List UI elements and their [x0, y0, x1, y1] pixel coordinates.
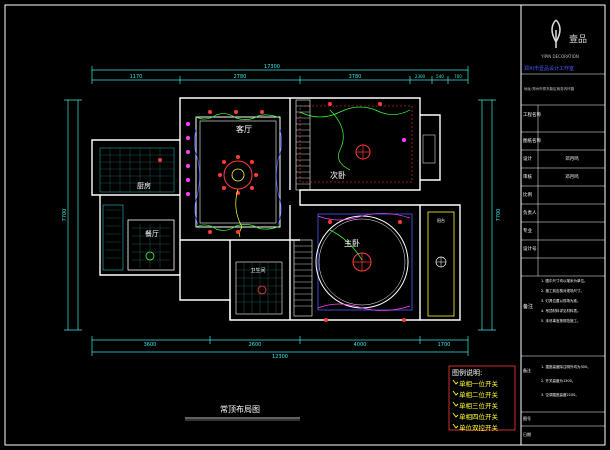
- field-label-6: 专业: [523, 227, 532, 234]
- room-label-living: 客厅: [236, 124, 252, 134]
- living-room: 客厅: [194, 113, 282, 238]
- dim-bottom-d: 1700: [438, 342, 451, 348]
- room-label-bath: 卫生间: [250, 267, 265, 274]
- dim-top-total: 17300: [264, 64, 280, 70]
- field-label-2: 设计: [523, 155, 532, 162]
- dining-room: 餐厅: [102, 204, 175, 271]
- bedroom2: 次卧: [299, 105, 436, 183]
- brand-en: YIPIN DECORATION: [540, 54, 579, 59]
- dim-top-g: 700: [454, 74, 462, 79]
- legend-item-5: 单位双控开关: [459, 423, 499, 432]
- legend-item: 单相二位开关: [452, 390, 499, 399]
- bottom-note-3: 3. 空调插座高度2200。: [541, 392, 579, 397]
- floor-plan: 17300 1170 2780 3780 2300 540 700 12300 …: [62, 64, 502, 421]
- kitchen: 厨房: [99, 147, 175, 193]
- bottom-dimensions: [91, 336, 469, 356]
- dim-top-b: 2780: [234, 74, 247, 80]
- notes-label: 备注: [523, 303, 533, 310]
- room-label-balcony: 阳台: [437, 217, 445, 223]
- dim-right: 7700: [496, 209, 502, 222]
- living-chandelier: [223, 160, 253, 190]
- dim-bottom-total: 12300: [272, 354, 288, 360]
- bottom-notes-label: 备注: [523, 367, 531, 373]
- top-dimensions: [91, 66, 469, 84]
- legend-item-1: 单相一位开关: [459, 379, 499, 388]
- field-label-1: 图纸名称: [523, 137, 541, 144]
- date-label: 日期: [523, 431, 531, 437]
- bottom-note-1: 1. 插座高度除注明外均为300。: [541, 364, 591, 369]
- sheet-label: 图号: [523, 415, 531, 421]
- room-label-bedroom2: 次卧: [330, 170, 346, 180]
- field-label-0: 工程名称: [523, 111, 541, 118]
- brand-name: 壹品: [569, 33, 587, 45]
- dim-top-a: 1170: [130, 74, 143, 80]
- title-block-fields: [521, 105, 605, 277]
- walls: [91, 97, 461, 321]
- note-2: 2. 施工前应核对现场尺寸。: [541, 288, 584, 293]
- side-dimensions: [64, 99, 496, 331]
- field-label-7: 设计号: [523, 245, 537, 252]
- legend-item: 单相一位开关: [452, 379, 499, 388]
- room-label-master: 主卧: [344, 238, 360, 248]
- legend-item: 单位双控开关: [452, 423, 499, 432]
- bottom-note-2: 2. 开关高度为1300。: [541, 378, 575, 383]
- legend-item-2: 单相二位开关: [459, 390, 499, 399]
- dim-top-e: 540: [436, 74, 444, 79]
- field-value-3: 邓月鸣: [565, 173, 579, 180]
- legend-item: 单相三位开关: [452, 401, 499, 410]
- note-3: 3. 灯具位置以现场为准。: [541, 298, 580, 303]
- light-markers: [186, 102, 406, 322]
- note-5: 5. 未尽事宜按规范施工。: [541, 318, 580, 323]
- field-label-5: 负责人: [523, 209, 537, 216]
- dim-bottom-b: 2600: [249, 342, 262, 348]
- legend: 图例说明: 单相一位开关 单相二位开关 单相三位开关 单相四位开关 单位双控开关: [448, 365, 516, 432]
- company-name: 郑州市壹品设计工作室: [524, 65, 574, 72]
- room-label-kitchen: 厨房: [137, 181, 151, 190]
- dim-top-c: 3780: [349, 74, 362, 80]
- field-value-2: 邓月鸣: [565, 155, 579, 162]
- legend-item-4: 单相四位开关: [459, 412, 499, 421]
- legend-item: 单相四位开关: [452, 412, 499, 421]
- balcony: 阳台: [427, 211, 455, 317]
- note-1: 1. 图中尺寸均以毫米为单位。: [541, 278, 587, 283]
- bathroom: 卫生间: [235, 261, 283, 315]
- room-label-dining: 餐厅: [145, 229, 159, 238]
- drawing-frame: [4, 4, 606, 446]
- drawing-title: 常顶布局图: [220, 404, 260, 414]
- legend-item-3: 单相三位开关: [459, 401, 499, 410]
- dim-top-d: 2300: [415, 74, 426, 79]
- field-label-3: 审核: [523, 173, 532, 180]
- brand-logo: 壹品: [551, 19, 587, 48]
- field-label-4: 比例: [523, 191, 532, 198]
- dim-bottom-c: 4000: [354, 342, 367, 348]
- dim-bottom-a: 3600: [144, 342, 157, 348]
- dim-left: 7700: [62, 209, 68, 222]
- corridor-ceiling: [293, 99, 313, 317]
- note-4: 4. 吊顶材料详见材料表。: [541, 308, 580, 313]
- master-bedroom: 主卧: [315, 213, 413, 311]
- address-line: 地址:郑州市郑东新区商务内环路: [524, 86, 575, 91]
- title-block: 壹品 YIPIN DECORATION 郑州市壹品设计工作室 地址:郑州市郑东新…: [521, 19, 605, 437]
- legend-title: 图例说明:: [452, 368, 482, 377]
